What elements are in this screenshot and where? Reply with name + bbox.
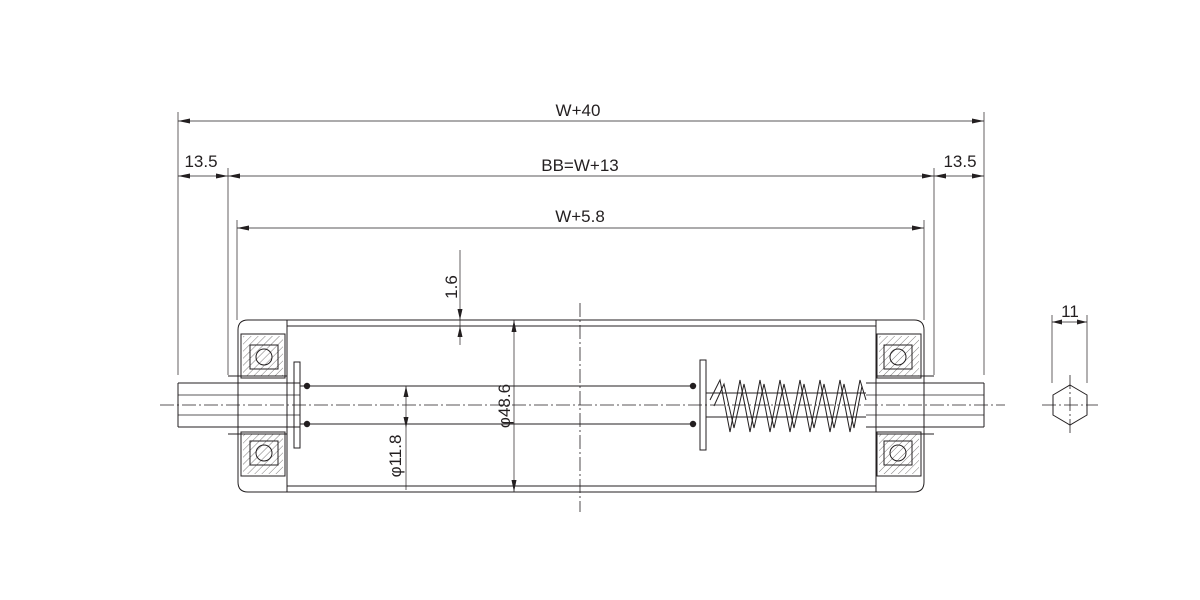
tube-length-label: W+5.8 [555,207,605,226]
dimension-overall-length: W+40 [177,101,985,375]
dimension-between-brackets: BB=W+13 13.5 13.5 [178,152,984,375]
wall-thickness-label: 1.6 [442,275,461,299]
dimension-tube-diameter: φ48.6 [495,320,517,492]
hex-width-label: 11 [1061,302,1079,321]
left-extension-label: 13.5 [184,152,217,171]
hex-shaft-section: 11 [1042,302,1098,435]
dimension-shaft-diameter: φ11.8 [386,386,409,490]
right-bearing-housing [875,319,934,493]
spring [689,359,867,451]
roller-shaft [177,382,985,428]
between-brackets-label: BB=W+13 [541,156,619,175]
left-bearing-housing [228,319,311,493]
overall-length-label: W+40 [556,101,601,120]
tube-diameter-label: φ48.6 [495,384,514,428]
dimension-tube-length: W+5.8 [236,207,925,320]
right-extension-label: 13.5 [943,152,976,171]
center-lines [160,303,1005,512]
shaft-diameter-label: φ11.8 [386,435,405,478]
roller-tube [287,319,876,493]
dimension-wall-thickness: 1.6 [442,250,463,345]
